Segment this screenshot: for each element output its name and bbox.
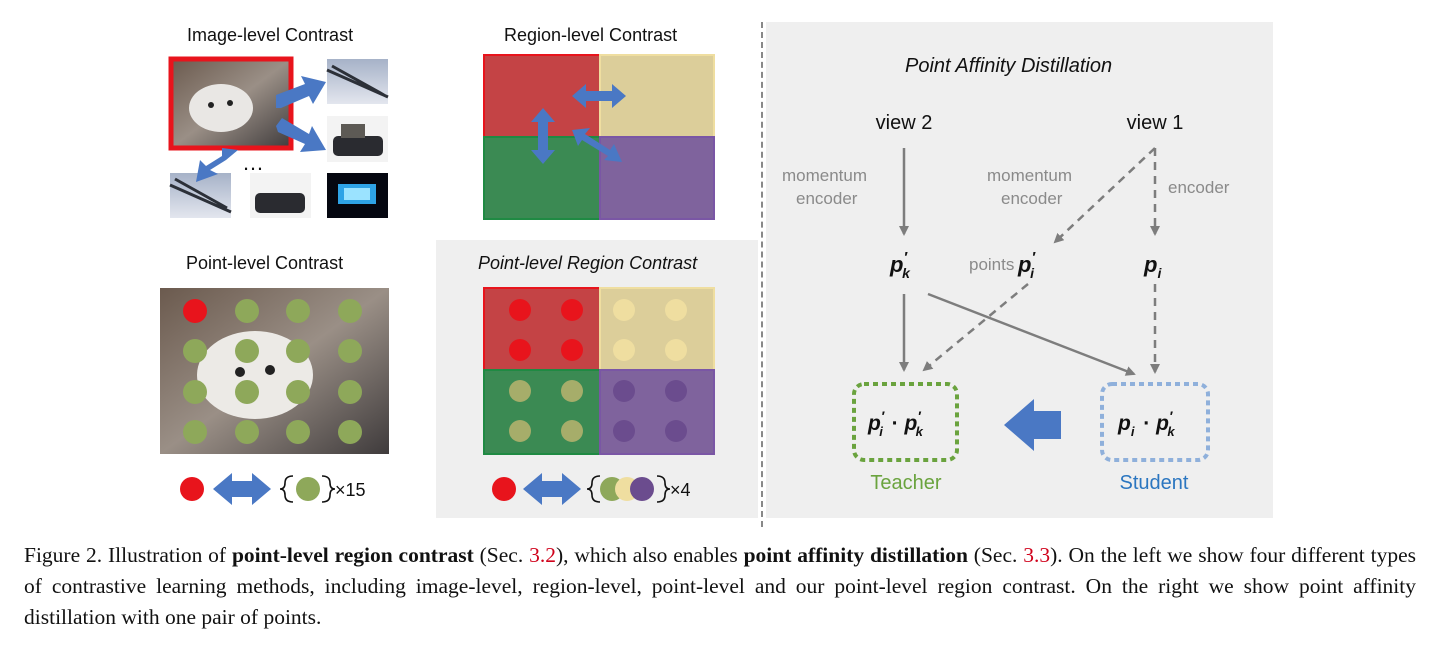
region-level-arrows bbox=[531, 84, 626, 164]
region-level-image bbox=[483, 54, 715, 220]
region-level-title: Region-level Contrast bbox=[504, 25, 678, 45]
caption-bold-2: point affinity distillation bbox=[743, 543, 968, 567]
arrow-view1-to-pi-prime bbox=[1053, 147, 1156, 244]
student-box bbox=[1100, 382, 1210, 462]
distill-arrow bbox=[1004, 399, 1061, 451]
contrast-illustrations: … ×15 bbox=[160, 54, 715, 505]
student-formula: pi · p′k bbox=[1117, 408, 1175, 439]
caption-fig-label: Figure 2. bbox=[24, 543, 103, 567]
distillation-title: Point Affinity Distillation bbox=[905, 55, 1113, 77]
caption-text-5: ). On the left we show four different ty… bbox=[24, 543, 1417, 629]
arrow-pi-prime-to-teacher bbox=[922, 283, 1029, 372]
vertical-divider bbox=[761, 22, 763, 527]
point-level-dots bbox=[183, 299, 362, 444]
teacher-box bbox=[852, 382, 959, 462]
point-region-legend: ×4 bbox=[492, 473, 691, 505]
caption-text-1: Illustration of bbox=[102, 543, 232, 567]
point-region-multiplier: ×4 bbox=[670, 480, 691, 500]
teacher-formula: p′i · p′k bbox=[867, 408, 924, 439]
encoder-label: encoder bbox=[1168, 178, 1230, 197]
point-region-title: Point-level Region Contrast bbox=[478, 253, 698, 273]
pk-prime-node: p′k bbox=[889, 249, 911, 281]
point-level-title: Point-level Contrast bbox=[186, 253, 344, 273]
arrow-pk-to-student bbox=[927, 292, 1136, 376]
point-level-multiplier: ×15 bbox=[335, 480, 366, 500]
image-level-anchor bbox=[168, 56, 294, 151]
figure-caption: Figure 2. Illustration of point-level re… bbox=[24, 540, 1416, 633]
image-level-negatives bbox=[169, 59, 389, 218]
point-level-legend: ×15 bbox=[180, 473, 366, 505]
point-region-dots bbox=[509, 299, 687, 442]
caption-text-4: (Sec. bbox=[967, 543, 1024, 567]
caption-text-2: (Sec. bbox=[473, 543, 530, 567]
caption-ref-1[interactable]: 3.2 bbox=[529, 543, 556, 567]
pi-prime-node: p′i bbox=[1017, 249, 1036, 281]
points-label: points bbox=[969, 255, 1014, 274]
view2-label: view 2 bbox=[876, 112, 933, 134]
student-label: Student bbox=[1120, 472, 1189, 494]
view1-label: view 1 bbox=[1127, 112, 1184, 134]
image-level-ellipsis: … bbox=[242, 150, 264, 175]
pi-node: pi bbox=[1143, 252, 1162, 281]
image-level-title: Image-level Contrast bbox=[187, 25, 354, 45]
image-level-arrows bbox=[196, 76, 326, 182]
caption-text-3: ), which also enables bbox=[555, 543, 744, 567]
caption-ref-2[interactable]: 3.3 bbox=[1023, 543, 1051, 567]
caption-bold-1: point-level region contrast bbox=[231, 543, 474, 567]
teacher-label: Teacher bbox=[870, 472, 941, 494]
